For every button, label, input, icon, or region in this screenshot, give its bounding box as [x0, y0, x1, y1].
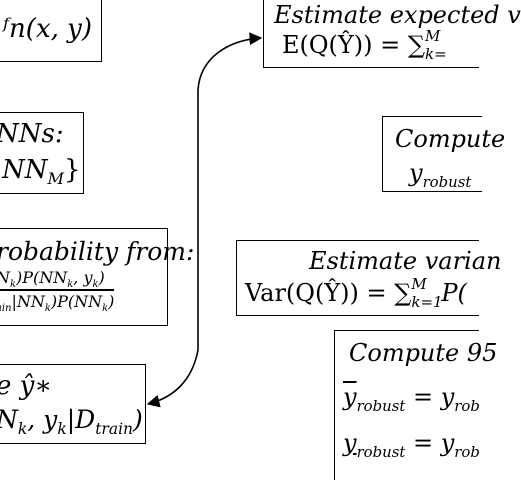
compute-robust-title: Compute — [395, 125, 506, 153]
probability-denominator: ain|NNk)P(NNk) — [0, 291, 115, 314]
fn-text: ᶠn(x, y) — [3, 14, 92, 44]
ci-lower: yrobust = yrob — [343, 429, 480, 461]
probability-fraction: Nk)P(NNk, yk) ain|NNk)P(NNk) — [0, 268, 115, 314]
compute-robust-value: yrobust — [409, 159, 472, 191]
arrow-yhat-to-expected — [146, 32, 263, 408]
ci-upper: yrobust = yrob — [343, 383, 480, 415]
nns-set: NNM} — [2, 155, 81, 189]
yhat-box: e ŷ∗ Nk, yk|Dtrain) — [0, 364, 146, 444]
compute-robust-box: Compute yrobust — [382, 116, 505, 192]
fraction-bar — [0, 289, 115, 291]
yhat-title: e ŷ∗ — [0, 371, 53, 401]
nns-title: NNs: — [0, 119, 64, 149]
yhat-formula: Nk, yk|Dtrain) — [0, 405, 143, 438]
fn-box: ᶠn(x, y) — [0, 0, 102, 62]
expected-title: Estimate expected v — [274, 1, 521, 29]
ci-title: Compute 95 — [349, 339, 498, 367]
connector-arrows — [146, 32, 263, 408]
variance-title: Estimate varian — [309, 247, 502, 275]
confidence-interval-box: Compute 95 yrobust = yrob yrobust = yrob — [334, 330, 497, 480]
nns-box: NNs: NNM} — [0, 112, 84, 194]
probability-numerator: Nk)P(NNk, yk) — [0, 268, 105, 291]
